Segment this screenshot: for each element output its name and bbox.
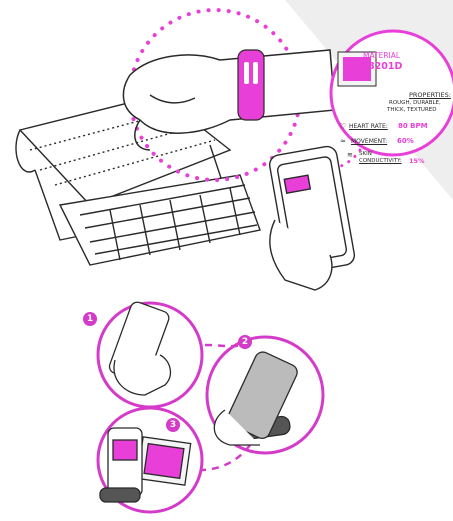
heart-rate-label: HEART RATE: [349, 124, 388, 130]
step2-badge: 2 [238, 335, 252, 349]
wristband [238, 50, 264, 120]
material-code: 8201D [368, 62, 402, 72]
properties-line2: THICK, TEXTURED [387, 108, 436, 114]
heart-icon: ♡ [339, 123, 346, 131]
movement-value: 60% [397, 138, 414, 145]
movement-label: MOVEMENT: [351, 139, 387, 145]
skin-icon: ≋ [347, 152, 353, 159]
properties-line1: ROUGH, DURABLE, [389, 101, 441, 107]
movement-icon: ≈ [340, 138, 346, 145]
skin-label-line2: CONDUCTIVITY: [359, 159, 402, 165]
step3-badge: 3 [166, 418, 180, 432]
properties-heading: PROPERTIES: [409, 92, 451, 99]
material-title: MATERIAL [363, 52, 400, 60]
heart-rate-value: 80 BPM [398, 123, 428, 130]
step1-badge: 1 [83, 312, 97, 326]
skin-value: 15% [409, 158, 425, 165]
skin-label-line1: SKIN [359, 152, 372, 158]
